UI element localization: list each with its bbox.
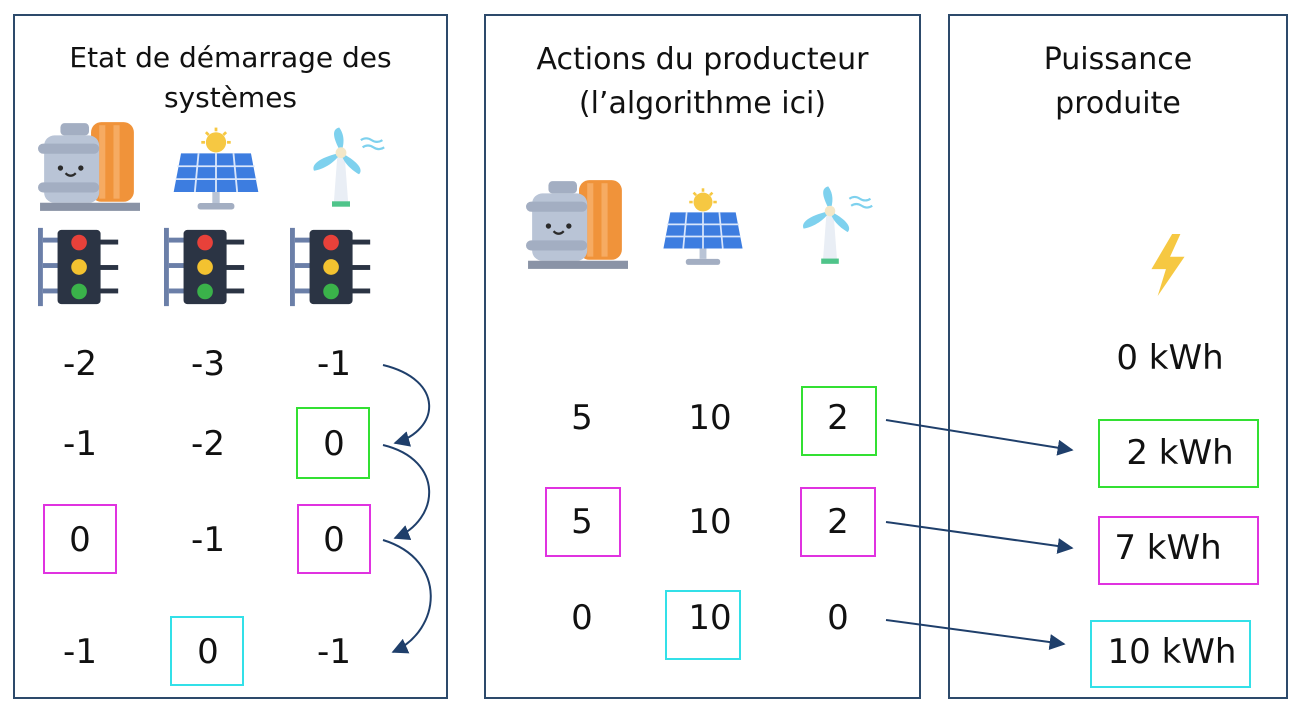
straight-arrow [885,619,1066,651]
start-value: -2 [63,344,97,384]
start-value: 0 [69,520,91,560]
title-line-2: produite [1055,86,1181,121]
highlight-box-green [801,386,877,456]
highlight-box-magenta [545,487,621,557]
straight-arrow [885,419,1074,456]
power-value: 7 kWh [1114,528,1222,568]
highlight-box-magenta [1098,516,1259,585]
highlight-box-magenta [43,504,117,574]
panel-producer-actions: Actions du producteur (l’algorithme ici) [484,14,921,699]
title-line-1: Puissance [1043,42,1193,77]
power-value: 2 kWh [1126,433,1234,473]
title-line-2: (l’algorithme ici) [578,86,827,121]
highlight-box-magenta [297,504,371,574]
panel-power-title: Puissance produite [950,38,1286,126]
start-value: -3 [191,344,225,384]
straight-arrow [885,521,1074,554]
power-value: 10 kWh [1107,632,1237,672]
highlight-box-cyan [170,616,244,686]
start-value: -1 [63,632,97,672]
panel-startup-title: Etat de démarrage des systèmes [15,38,446,118]
action-value: 2 [827,502,849,542]
highlight-box-green [296,407,370,479]
start-value: -1 [191,520,225,560]
action-value: 5 [571,398,593,438]
power-value: 0 kWh [1116,338,1224,378]
start-value: -1 [317,344,351,384]
curved-arrow [382,539,432,654]
highlight-box-cyan [1090,620,1251,688]
title-line-1: Actions du producteur [536,42,869,77]
title-line-2: systèmes [163,81,298,114]
start-value: 0 [323,520,345,560]
start-value: 0 [197,632,219,672]
start-value: -1 [63,424,97,464]
action-value: 2 [827,398,849,438]
highlight-box-green [1098,419,1259,488]
title-line-1: Etat de démarrage des [69,41,392,74]
curved-arrow [382,444,431,541]
action-value: 0 [571,598,593,638]
start-value: -2 [191,424,225,464]
action-value: 10 [688,502,732,542]
curved-arrow [382,364,431,447]
start-value: 0 [323,424,345,464]
highlight-box-cyan [665,590,741,660]
action-value: 10 [688,598,732,638]
highlight-box-magenta [800,487,876,557]
action-value: 0 [827,598,849,638]
action-value: 10 [688,398,732,438]
panel-actions-title: Actions du producteur (l’algorithme ici) [486,38,919,126]
start-value: -1 [317,632,351,672]
action-value: 5 [571,502,593,542]
